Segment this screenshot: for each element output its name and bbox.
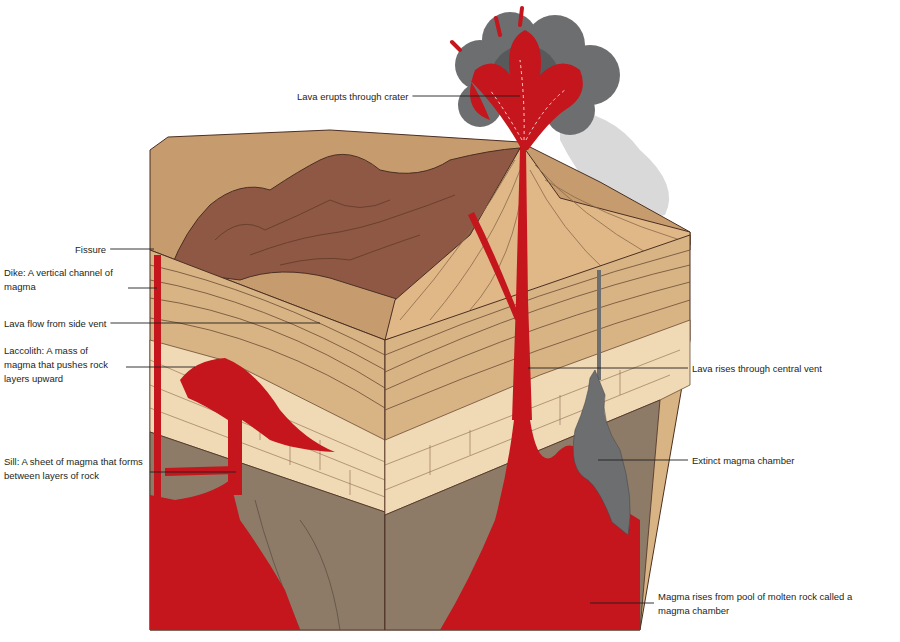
leader-line	[590, 603, 654, 604]
leader-line	[528, 368, 688, 369]
leader-line	[126, 367, 195, 368]
rock-layers-right	[385, 235, 690, 630]
callout-label: Extinct magma chamber	[692, 454, 794, 468]
callout-label: Lava flow from side vent	[4, 317, 106, 331]
leader-line	[110, 249, 154, 250]
leader-line	[128, 288, 157, 289]
callout-label: Fissure	[75, 243, 106, 257]
callout-label: Dike: A vertical channel of magma	[4, 266, 124, 294]
magma	[150, 148, 640, 630]
extinct-magma-chamber	[573, 270, 630, 535]
callout-label: Lava rises through central vent	[692, 362, 822, 376]
callout-label: Magma rises from pool of molten rock cal…	[658, 590, 863, 618]
leader-line	[150, 472, 236, 473]
leader-line	[598, 460, 688, 461]
leader-line	[412, 96, 520, 97]
callout-label: Laccolith: A mass of magma that pushes r…	[4, 344, 122, 385]
callout-label: Lava erupts through crater	[297, 90, 408, 104]
eruption-cloud	[452, 8, 620, 150]
callout-label: Sill: A sheet of magma that forms betwee…	[4, 455, 146, 483]
rock-layers-left	[150, 250, 385, 630]
leader-line	[110, 323, 320, 324]
